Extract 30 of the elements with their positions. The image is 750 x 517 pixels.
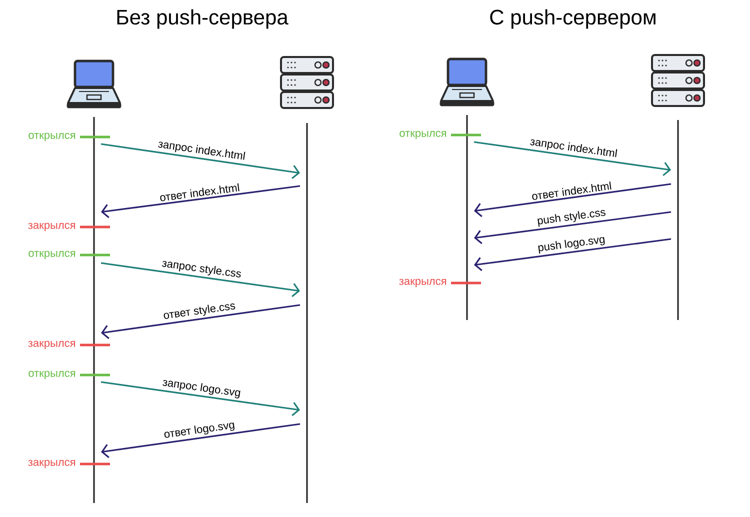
status-label: закрылся [399,278,446,288]
status-label: закрылся [28,222,76,232]
edge-label: запрос index.html [528,136,620,161]
arrow [474,141,671,176]
arrow [100,143,300,180]
edge-label: запрос index.html [156,138,248,164]
edge-label: ответ logo.svg [162,419,237,442]
arrow [101,185,300,218]
status-label: закрылся [28,340,76,350]
arrow [474,211,672,244]
heading: Без push-сервера [117,9,288,29]
edge-label: ответ style.css [162,300,238,323]
edge-label: push logo.svg [536,234,607,255]
arrow [100,381,300,416]
arrow [474,183,672,218]
edge-label: ответ index.html [158,182,242,203]
arrow [101,423,300,458]
arrow [100,262,300,298]
status-label: открылся [28,250,76,260]
status-label: открылся [28,370,76,380]
status-label: закрылся [28,460,76,468]
status-label: открылся [400,130,446,140]
edge-label: запрос style.css [160,257,244,282]
edge-label: запрос logo.svg [160,376,242,400]
heading: С push-сервером [490,9,656,29]
arrow [101,304,300,340]
edge-label: ответ index.html [530,180,614,202]
status-label: открылся [28,132,76,142]
arrow [474,238,672,272]
edge-label: push style.css [535,206,608,228]
